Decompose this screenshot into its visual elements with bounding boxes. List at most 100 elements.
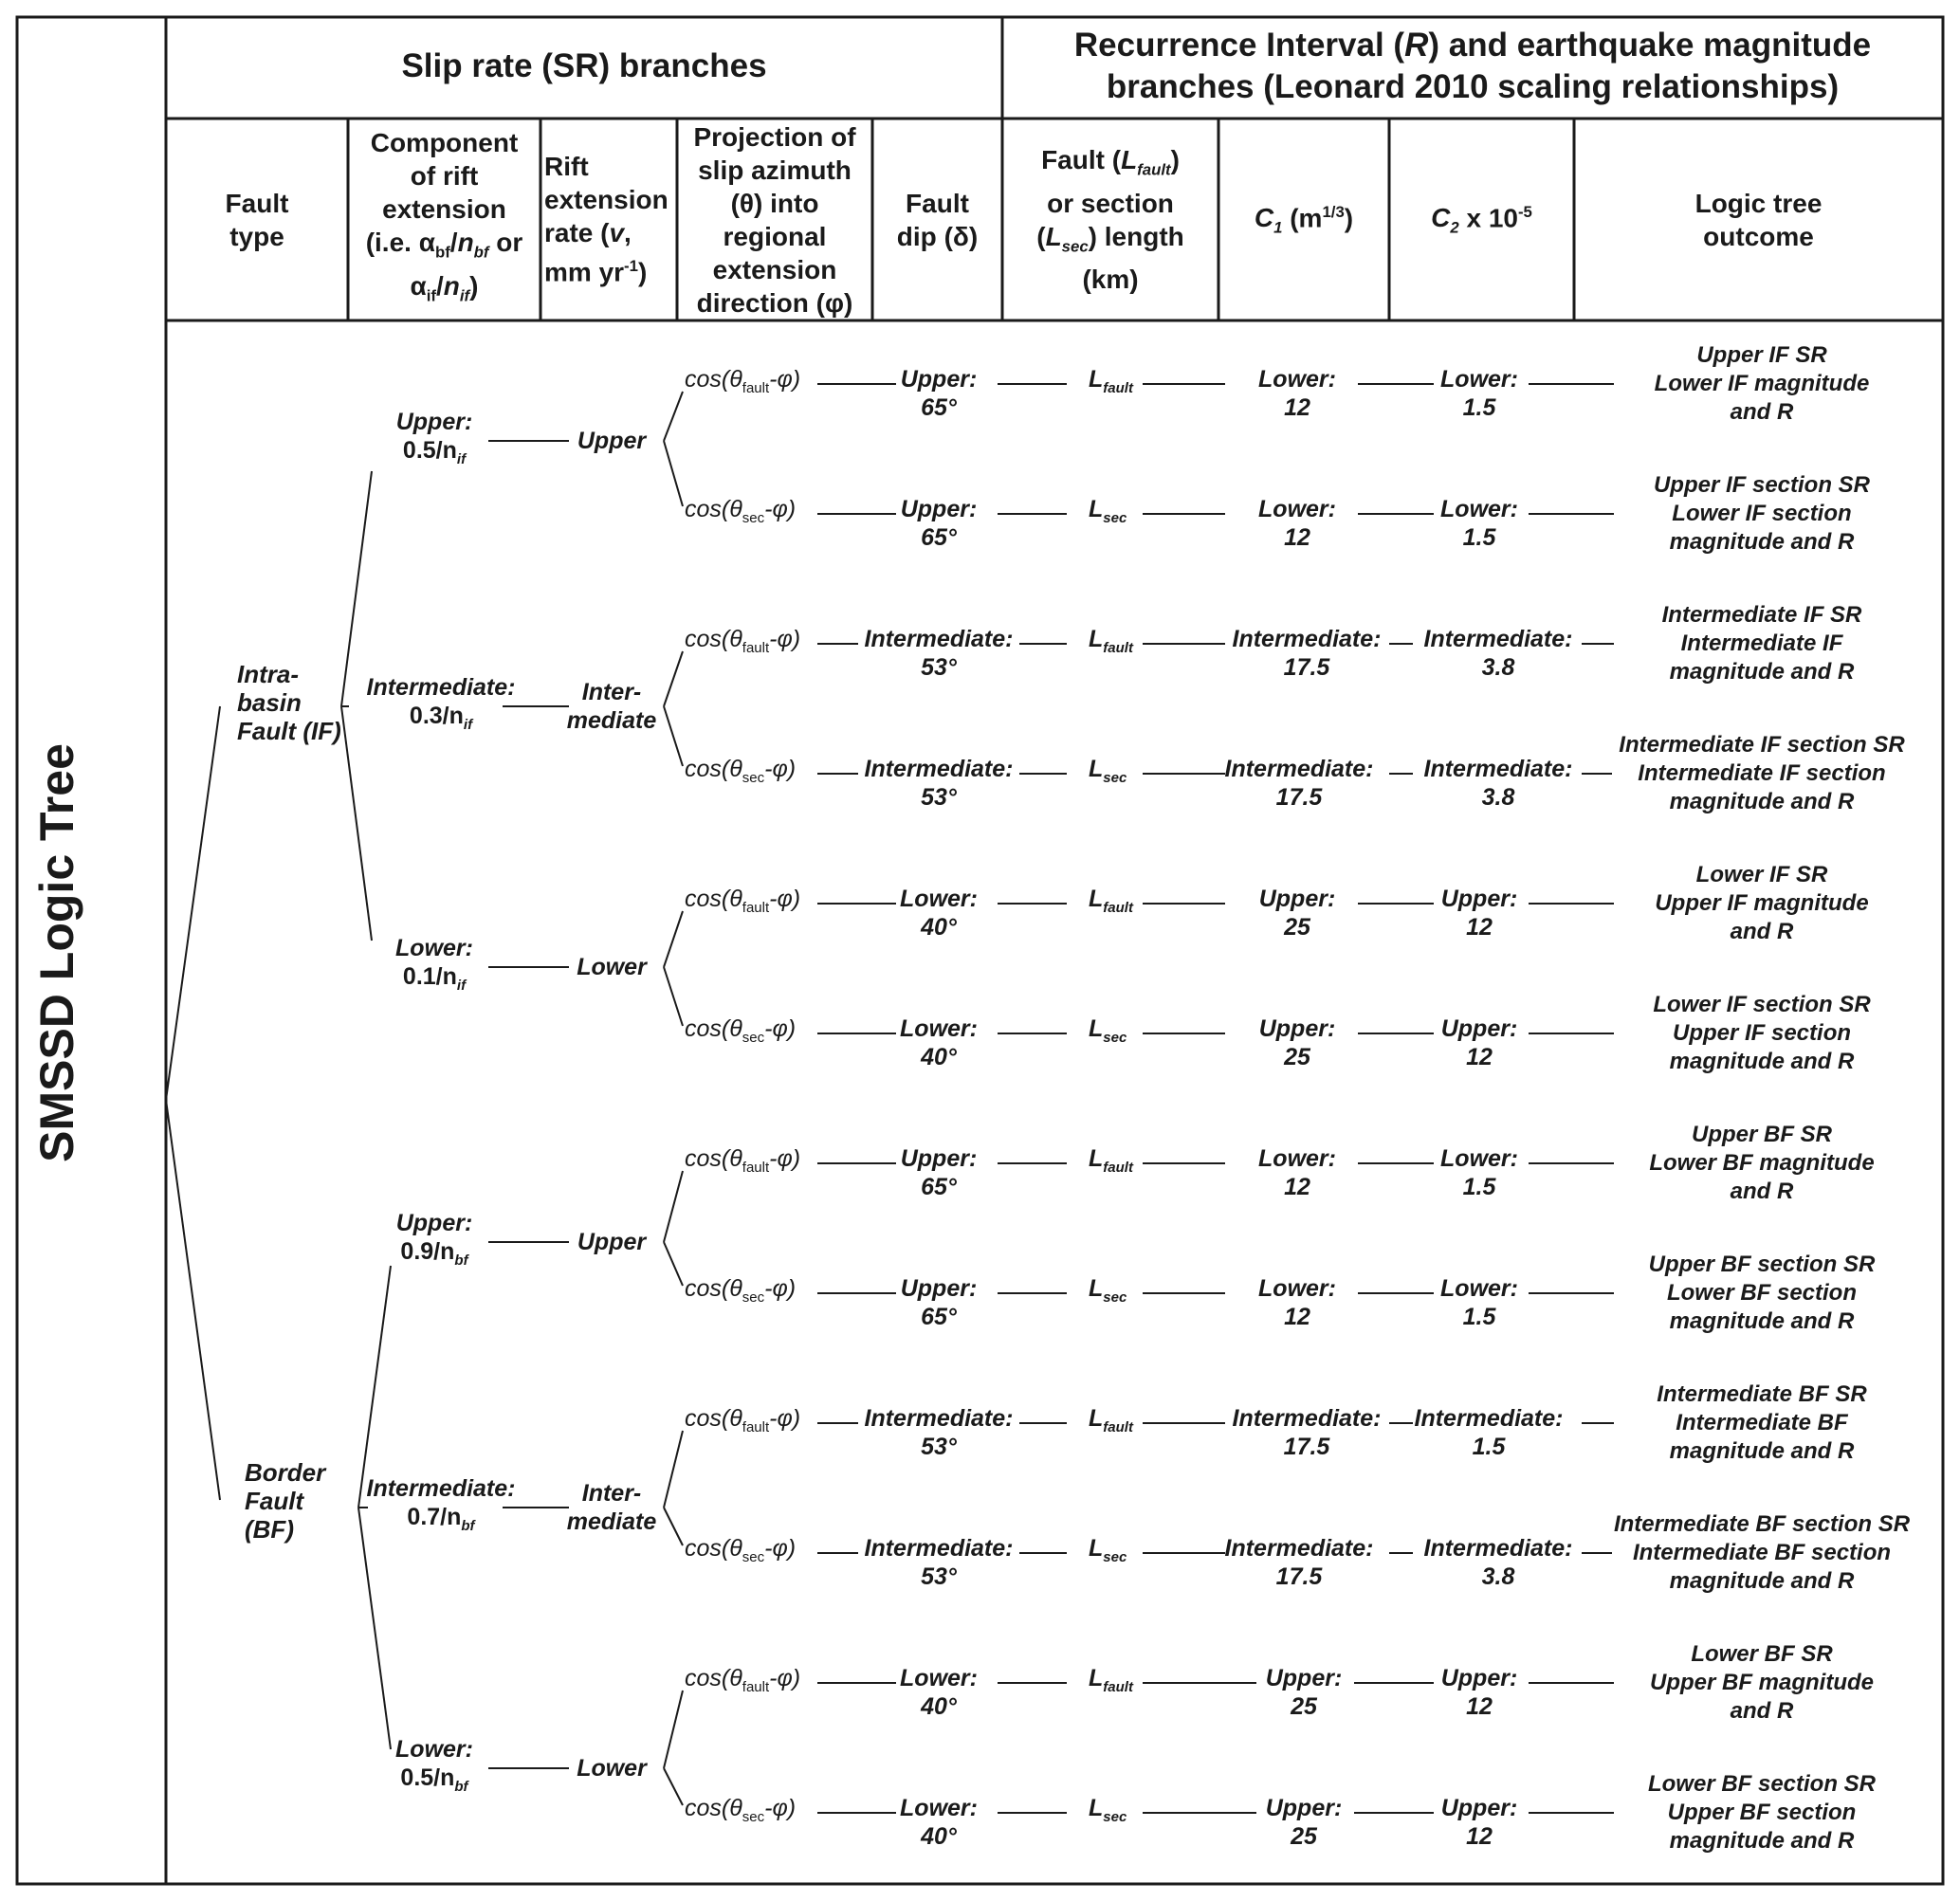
c2-value: Intermediate:1.5 bbox=[1415, 1404, 1564, 1461]
component-branch bbox=[340, 705, 373, 941]
dip-angle: 65° bbox=[921, 394, 957, 421]
outcome-line: magnitude and R bbox=[1669, 1049, 1855, 1074]
logic-tree-title: SMSSD Logic Tree bbox=[30, 743, 83, 1162]
rift-rate-line: Inter- bbox=[581, 679, 642, 705]
length-label: Lsec bbox=[1089, 1274, 1127, 1312]
c1-value: Lower:12 bbox=[1258, 495, 1336, 552]
fault-dip-value: Upper:65° bbox=[901, 1274, 978, 1331]
dip-angle: 53° bbox=[921, 1434, 957, 1460]
c2-level: Intermediate: bbox=[1414, 1405, 1564, 1432]
c2-value: Upper:12 bbox=[1441, 1794, 1518, 1851]
projection-cos: cos(θ bbox=[685, 1535, 742, 1562]
length-label: Lfault bbox=[1089, 1404, 1133, 1442]
projection-label: cos(θfault-φ) bbox=[685, 365, 800, 403]
outcome-line: Lower BF section bbox=[1666, 1280, 1858, 1306]
c2-level: Lower: bbox=[1440, 496, 1518, 522]
component-branch bbox=[357, 1507, 392, 1750]
outcome-line: Intermediate IF section bbox=[1638, 760, 1886, 786]
outcome-line: Intermediate IF section SR bbox=[1619, 732, 1905, 758]
component-value: Lower:0.5/nbf bbox=[395, 1735, 473, 1801]
tree-branches bbox=[165, 383, 1614, 1814]
projection-subscript: fault bbox=[742, 380, 770, 396]
c2-number: 12 bbox=[1466, 1693, 1493, 1720]
recurrence-group-header: Recurrence Interval (R) and earthquake m… bbox=[1002, 25, 1943, 108]
c1-level: Lower: bbox=[1258, 1145, 1336, 1172]
c2-level: Upper: bbox=[1440, 1795, 1518, 1821]
length-symbol: L bbox=[1089, 1535, 1104, 1562]
length-subscript: fault bbox=[1103, 640, 1133, 656]
length-subscript: sec bbox=[1103, 510, 1127, 526]
col-header-c1: C1 (m1/3) bbox=[1254, 202, 1354, 237]
rate-fork-up bbox=[663, 1690, 684, 1769]
projection-cos: cos(θ bbox=[685, 626, 742, 652]
fault-dip-value: Lower:40° bbox=[900, 1794, 978, 1851]
component-level: Intermediate: bbox=[366, 1475, 516, 1502]
projection-subscript: fault bbox=[742, 1679, 770, 1695]
projection-subscript: sec bbox=[742, 1289, 765, 1306]
fault-type-line: Fault bbox=[245, 1487, 304, 1515]
outcome-line: Upper BF section SR bbox=[1648, 1252, 1876, 1277]
component-subscript: bf bbox=[454, 1779, 468, 1795]
component-subscript: bf bbox=[461, 1518, 475, 1534]
c2-number: 3.8 bbox=[1481, 654, 1515, 681]
c1-number: 25 bbox=[1291, 1693, 1317, 1720]
projection-phi: -φ) bbox=[764, 756, 797, 782]
length-symbol: L bbox=[1089, 1665, 1104, 1691]
outcome-line: magnitude and R bbox=[1669, 529, 1855, 555]
rift-rate-value: Upper bbox=[577, 427, 646, 455]
c2-value: Intermediate:3.8 bbox=[1424, 625, 1573, 682]
projection-phi: -φ) bbox=[764, 1535, 797, 1562]
fault-dip-value: Intermediate:53° bbox=[865, 625, 1014, 682]
dip-angle: 65° bbox=[921, 1174, 957, 1200]
c2-level: Upper: bbox=[1440, 1015, 1518, 1042]
dip-level: Intermediate: bbox=[864, 1535, 1014, 1562]
fault-dip-value: Lower:40° bbox=[900, 1664, 978, 1721]
dip-angle: 53° bbox=[921, 654, 957, 681]
outcome-line: Lower BF section SR bbox=[1647, 1771, 1877, 1797]
projection-phi: -φ) bbox=[764, 496, 797, 522]
component-value: Upper:0.9/nbf bbox=[396, 1209, 473, 1275]
fault-type-line: Border bbox=[245, 1458, 326, 1487]
outcome-line: Intermediate BF section bbox=[1632, 1540, 1892, 1565]
c1-number: 25 bbox=[1284, 1044, 1310, 1070]
fault-dip-value: Intermediate:53° bbox=[865, 755, 1014, 812]
component-subscript: bf bbox=[454, 1252, 468, 1269]
projection-subscript: fault bbox=[742, 1419, 770, 1435]
outcome-line: Upper BF SR bbox=[1691, 1122, 1832, 1147]
projection-phi: -φ) bbox=[769, 1665, 801, 1691]
projection-cos: cos(θ bbox=[685, 1275, 742, 1302]
c2-number: 1.5 bbox=[1462, 524, 1496, 551]
projection-subscript: sec bbox=[742, 510, 765, 526]
projection-subscript: fault bbox=[742, 1160, 770, 1176]
rate-fork-up bbox=[663, 1170, 684, 1243]
dip-angle: 53° bbox=[921, 784, 957, 811]
dip-level: Lower: bbox=[900, 1665, 978, 1691]
component-subscript: if bbox=[456, 978, 467, 994]
fault-type-intra-basin: Intra- basin Fault (IF) bbox=[237, 660, 341, 745]
c2-number: 12 bbox=[1466, 914, 1493, 941]
c1-level: Lower: bbox=[1258, 1275, 1336, 1302]
c2-value: Intermediate:3.8 bbox=[1424, 1534, 1573, 1591]
length-label: Lfault bbox=[1089, 1664, 1133, 1702]
rate-fork-up bbox=[663, 1430, 684, 1508]
length-symbol: L bbox=[1089, 1275, 1104, 1302]
length-symbol: L bbox=[1089, 366, 1104, 393]
dip-angle: 40° bbox=[921, 1693, 957, 1720]
outcome-line: magnitude and R bbox=[1669, 1568, 1855, 1594]
component-value: Intermediate:0.3/nif bbox=[367, 673, 516, 740]
c1-level: Upper: bbox=[1258, 1015, 1336, 1042]
c1-level: Intermediate: bbox=[1232, 1405, 1382, 1432]
projection-subscript: sec bbox=[742, 1549, 765, 1565]
c1-number: 25 bbox=[1291, 1823, 1317, 1850]
component-subscript: if bbox=[463, 717, 473, 733]
length-symbol: L bbox=[1089, 886, 1104, 912]
rift-rate-line: Lower bbox=[577, 1755, 647, 1782]
dip-level: Upper: bbox=[900, 1275, 978, 1302]
projection-phi: -φ) bbox=[764, 1795, 797, 1821]
projection-phi: -φ) bbox=[769, 366, 801, 393]
